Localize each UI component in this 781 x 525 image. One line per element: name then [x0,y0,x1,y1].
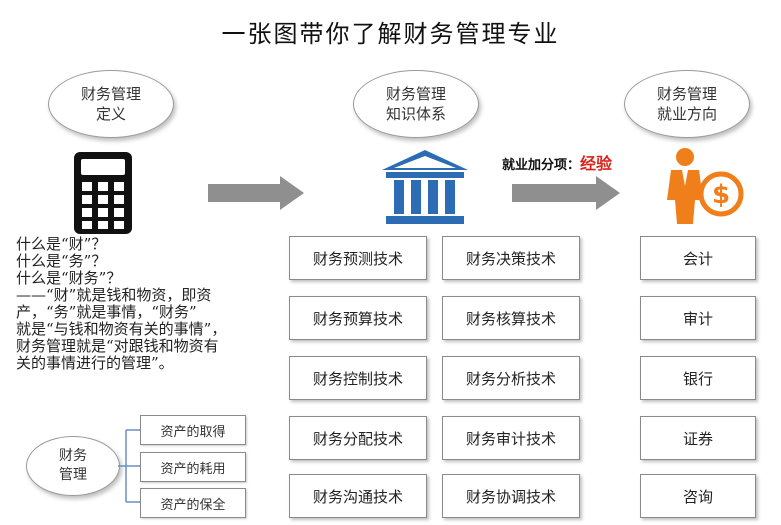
definition-line: ——“财”就是钱和物资，即资 [16,286,212,304]
definition-bubble-line1: 财务管理 [80,85,141,103]
mgmt-bubble-line2: 管理 [59,467,87,483]
arrow-right-icon [512,176,620,210]
definition-line: 财务管理就是“对跟钱和物资有 [16,337,219,355]
bracket-connector [118,429,140,503]
career-bubble-line2: 就业方向 [656,105,717,123]
career-box: 会计 [640,236,756,280]
definition-line: 什么是“财”？ [16,235,107,253]
skill-box: 财务控制技术 [289,356,427,400]
page-title: 一张图带你了解财务管理专业 [221,20,560,48]
skill-box: 财务沟通技术 [289,474,427,518]
svg-text:$: $ [712,180,730,210]
definition-line: 什么是“财务”？ [16,269,122,287]
definition-bubble-line2: 定义 [95,105,126,123]
definition-line: 关的事情进行的管理”。 [16,354,174,372]
knowledge-bubble: 财务管理 知识体系 [353,70,479,138]
skill-box: 财务分配技术 [289,416,427,460]
career-box: 咨询 [640,474,756,518]
career-bubble: 财务管理 就业方向 [624,70,750,138]
career-box: 审计 [640,296,756,340]
definition-bubble: 财务管理 定义 [48,70,174,138]
career-box: 银行 [640,356,756,400]
skill-box: 财务预测技术 [289,236,427,280]
skill-box: 财务审计技术 [442,416,580,460]
bonus-value: 经验 [580,154,613,173]
skill-box: 财务核算技术 [442,296,580,340]
bank-building-icon [382,150,468,224]
mgmt-item: 资产的取得 [140,415,246,445]
definition-line: 产，“务”就是事情，“财务” [16,303,197,321]
skill-box: 财务预算技术 [289,296,427,340]
bonus-label-text: 就业加分项： [502,158,581,173]
career-box: 证券 [640,416,756,460]
calculator-icon [74,152,132,234]
knowledge-bubble-line1: 财务管理 [385,85,446,103]
knowledge-bubble-line2: 知识体系 [385,105,446,123]
skill-box: 财务决策技术 [442,236,580,280]
definition-line: 就是“与钱和物资有关的事情”， [16,320,227,338]
career-bubble-line1: 财务管理 [656,85,717,103]
mgmt-bubble: 财务 管理 [26,436,120,496]
arrow-right-icon [208,176,304,210]
definition-line: 什么是“务”？ [16,252,107,270]
definition-text: 什么是“财”？ 什么是“务”？ 什么是“财务”？ ——“财”就是钱和物资，即资 … [16,236,286,372]
mgmt-bubble-line1: 财务 [59,448,87,464]
bonus-label: 就业加分项：经验 [502,150,612,174]
mgmt-item: 资产的保全 [140,488,246,518]
skill-box: 财务分析技术 [442,356,580,400]
mgmt-item: 资产的耗用 [140,452,246,482]
person-money-icon: $ [667,148,744,224]
skill-box: 财务协调技术 [442,474,580,518]
